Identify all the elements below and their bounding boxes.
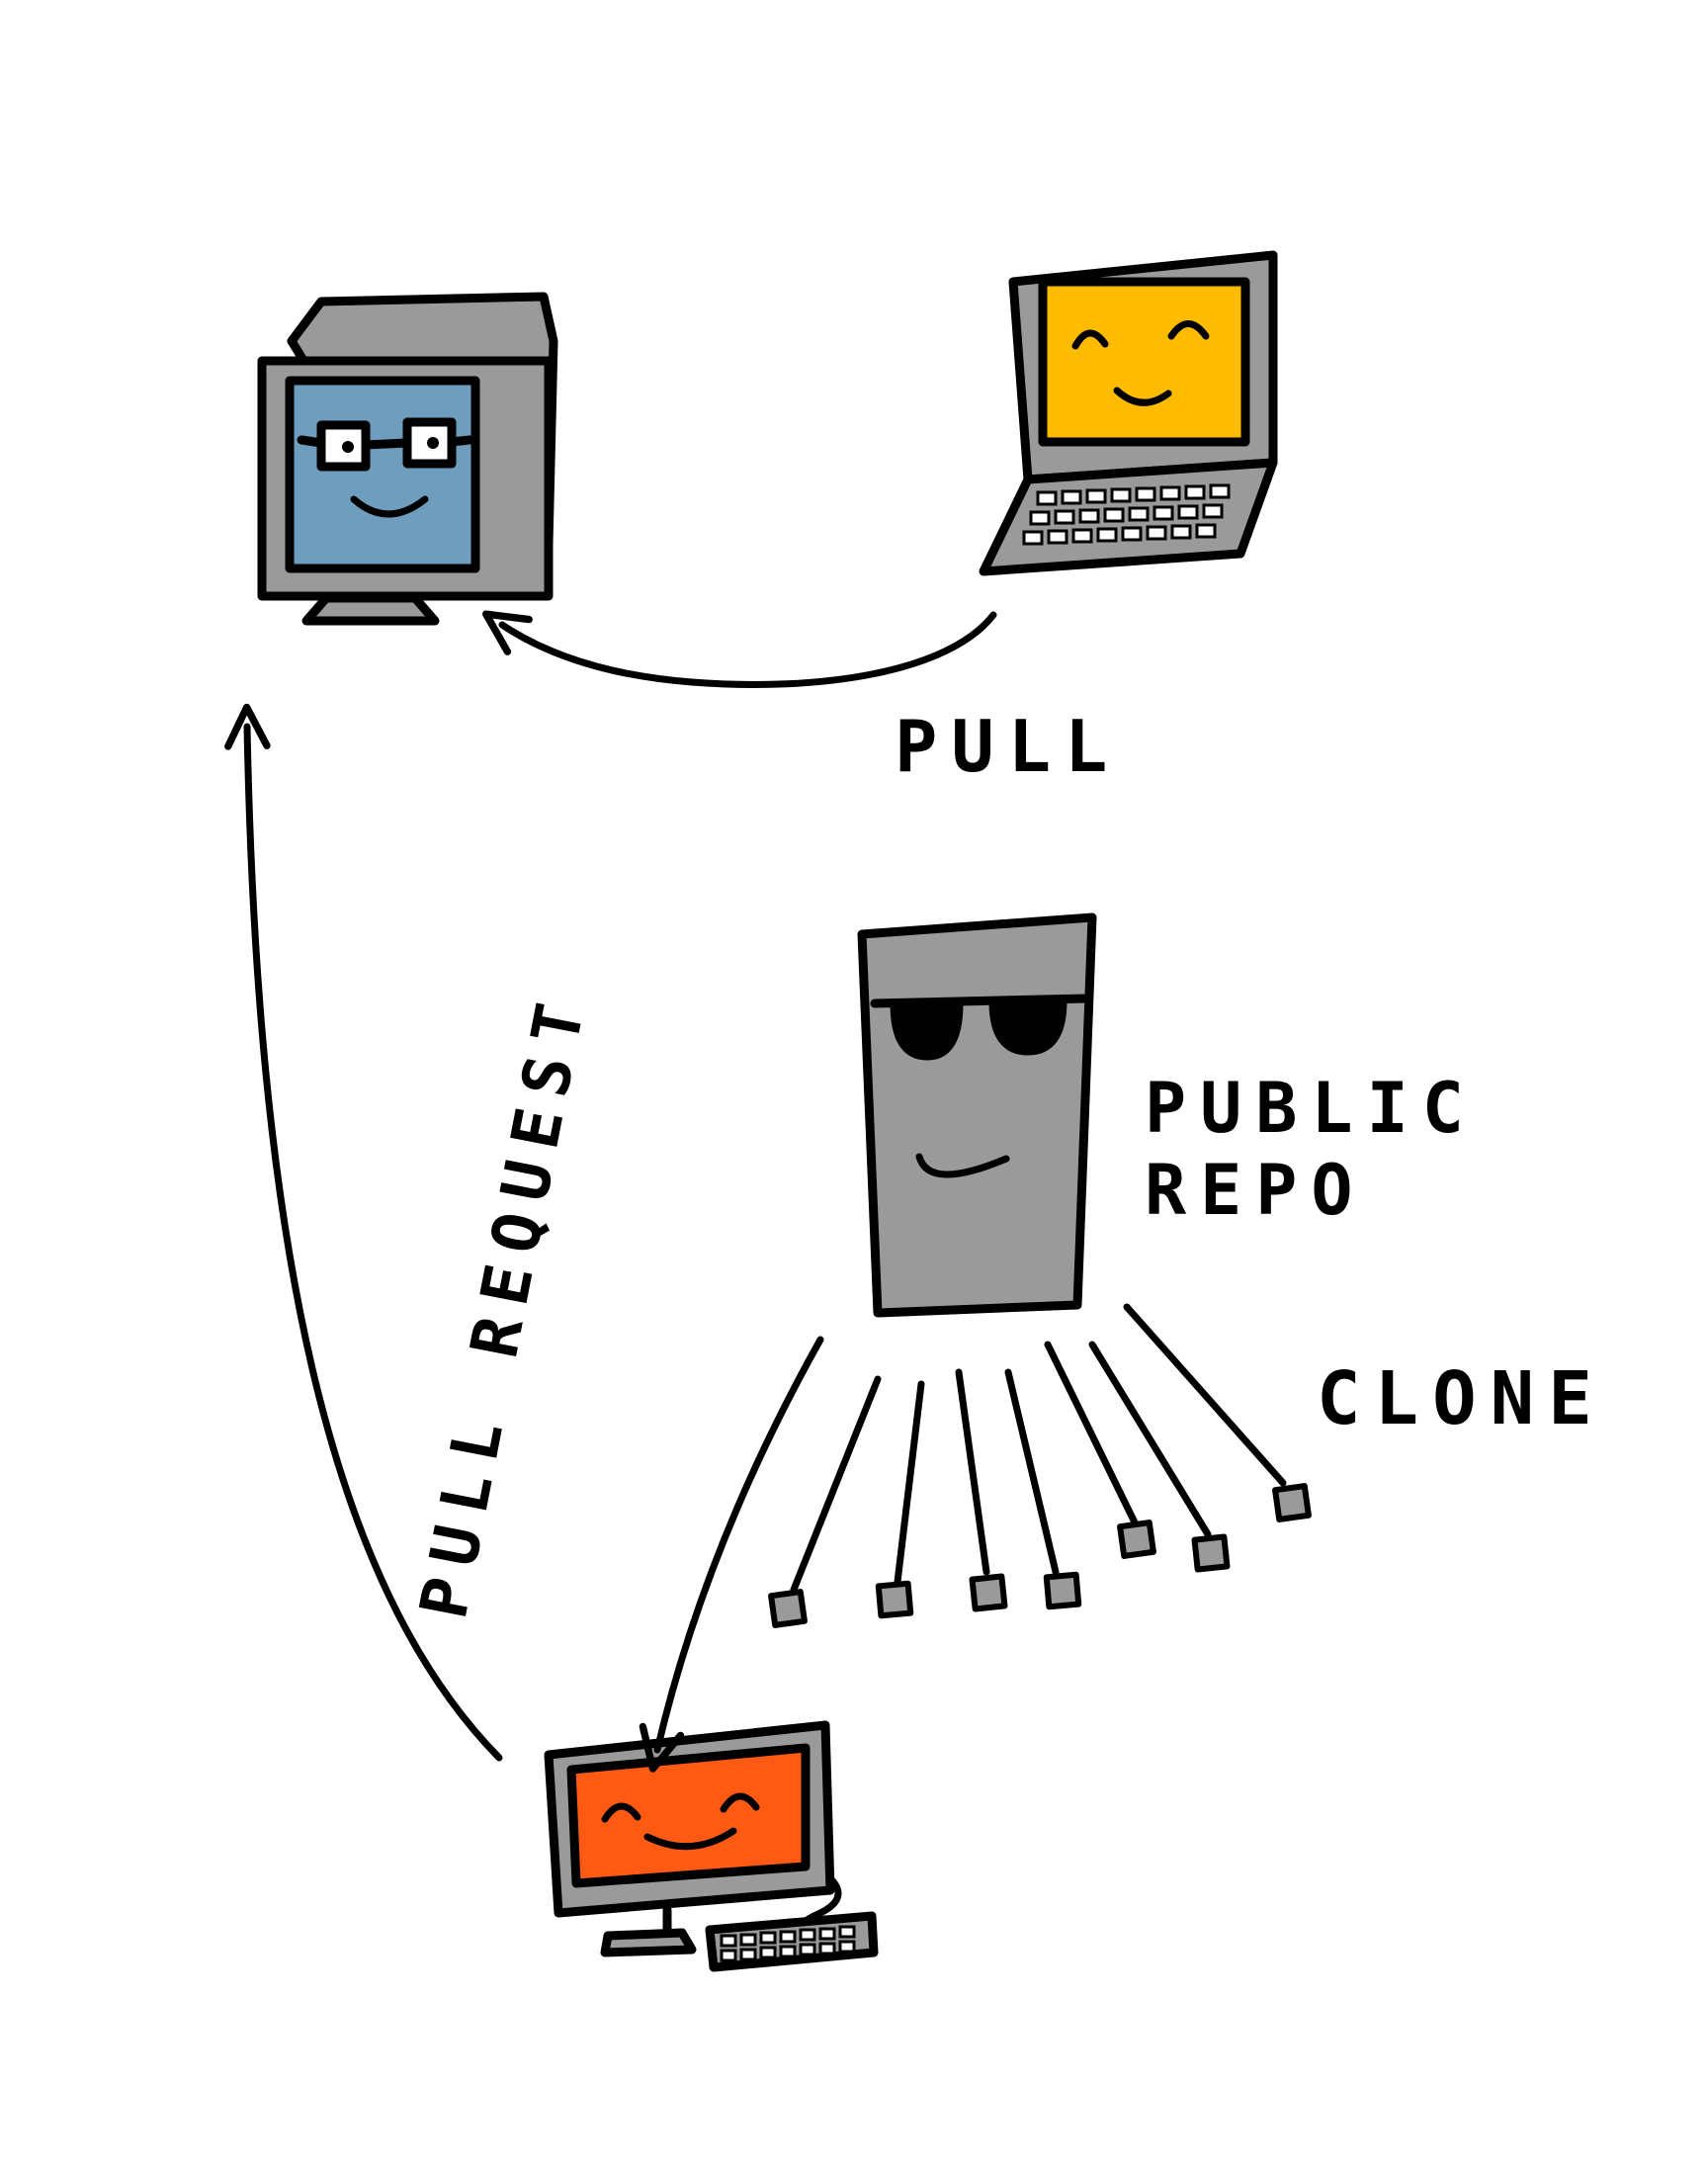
desktop-smile-icon [643, 1827, 737, 1851]
clone-arrow [639, 1336, 824, 1773]
clone-line [1004, 1368, 1060, 1576]
clone-line [1123, 1303, 1287, 1487]
desktop-computer [544, 1720, 879, 1972]
pull-request-label: PULL REQUEST [405, 984, 602, 1624]
clone-line [894, 1380, 925, 1586]
crt-smile-icon [350, 495, 429, 518]
laptop-eye-right-icon [1167, 320, 1210, 340]
clone-box [969, 1573, 1008, 1612]
laptop-eye-left-icon [1071, 329, 1109, 350]
clone-box [1117, 1520, 1156, 1559]
pull-label: PULL [895, 705, 1121, 788]
desktop-eye-right-icon [720, 1792, 760, 1813]
pull-arrow [482, 610, 997, 688]
clone-boxes [768, 1483, 1312, 1628]
desktop-keyboard-keys [720, 1925, 856, 1962]
clone-line [790, 1375, 882, 1594]
public-repo-label-line1: PUBLIC [1145, 1068, 1478, 1149]
server-tower [857, 912, 1097, 1318]
laptop-keyboard [1022, 483, 1231, 546]
clone-label: CLONE [1317, 1356, 1606, 1441]
pull-request-arrow [224, 703, 503, 1762]
public-repo-server [857, 912, 1097, 1318]
server-sunglasses-left-icon [890, 999, 964, 1061]
crt-stand [301, 593, 440, 626]
crt-screen [285, 376, 480, 573]
laptop-smile-icon [1113, 387, 1172, 406]
desktop-screen [566, 1743, 811, 1888]
clone-line [1044, 1341, 1139, 1526]
crt-monitor-computer [257, 292, 558, 626]
desktop-stand [600, 1928, 697, 1957]
crt-glasses-bridge [361, 438, 412, 450]
clone-box [768, 1589, 808, 1628]
clone-box [1272, 1483, 1312, 1522]
laptop-computer [979, 250, 1278, 576]
public-repo-label-line2: REPO [1145, 1150, 1367, 1231]
laptop-screen [1038, 277, 1250, 447]
clone-box [875, 1580, 914, 1619]
clone-lines [790, 1303, 1287, 1594]
clone-box [1043, 1571, 1082, 1610]
desktop-eye-left-icon [601, 1802, 641, 1823]
server-sunglasses-right-icon [988, 996, 1068, 1056]
server-smile-icon [915, 1153, 1010, 1178]
clone-line [1088, 1341, 1212, 1538]
clone-line [955, 1368, 990, 1576]
clone-box [1191, 1533, 1231, 1573]
